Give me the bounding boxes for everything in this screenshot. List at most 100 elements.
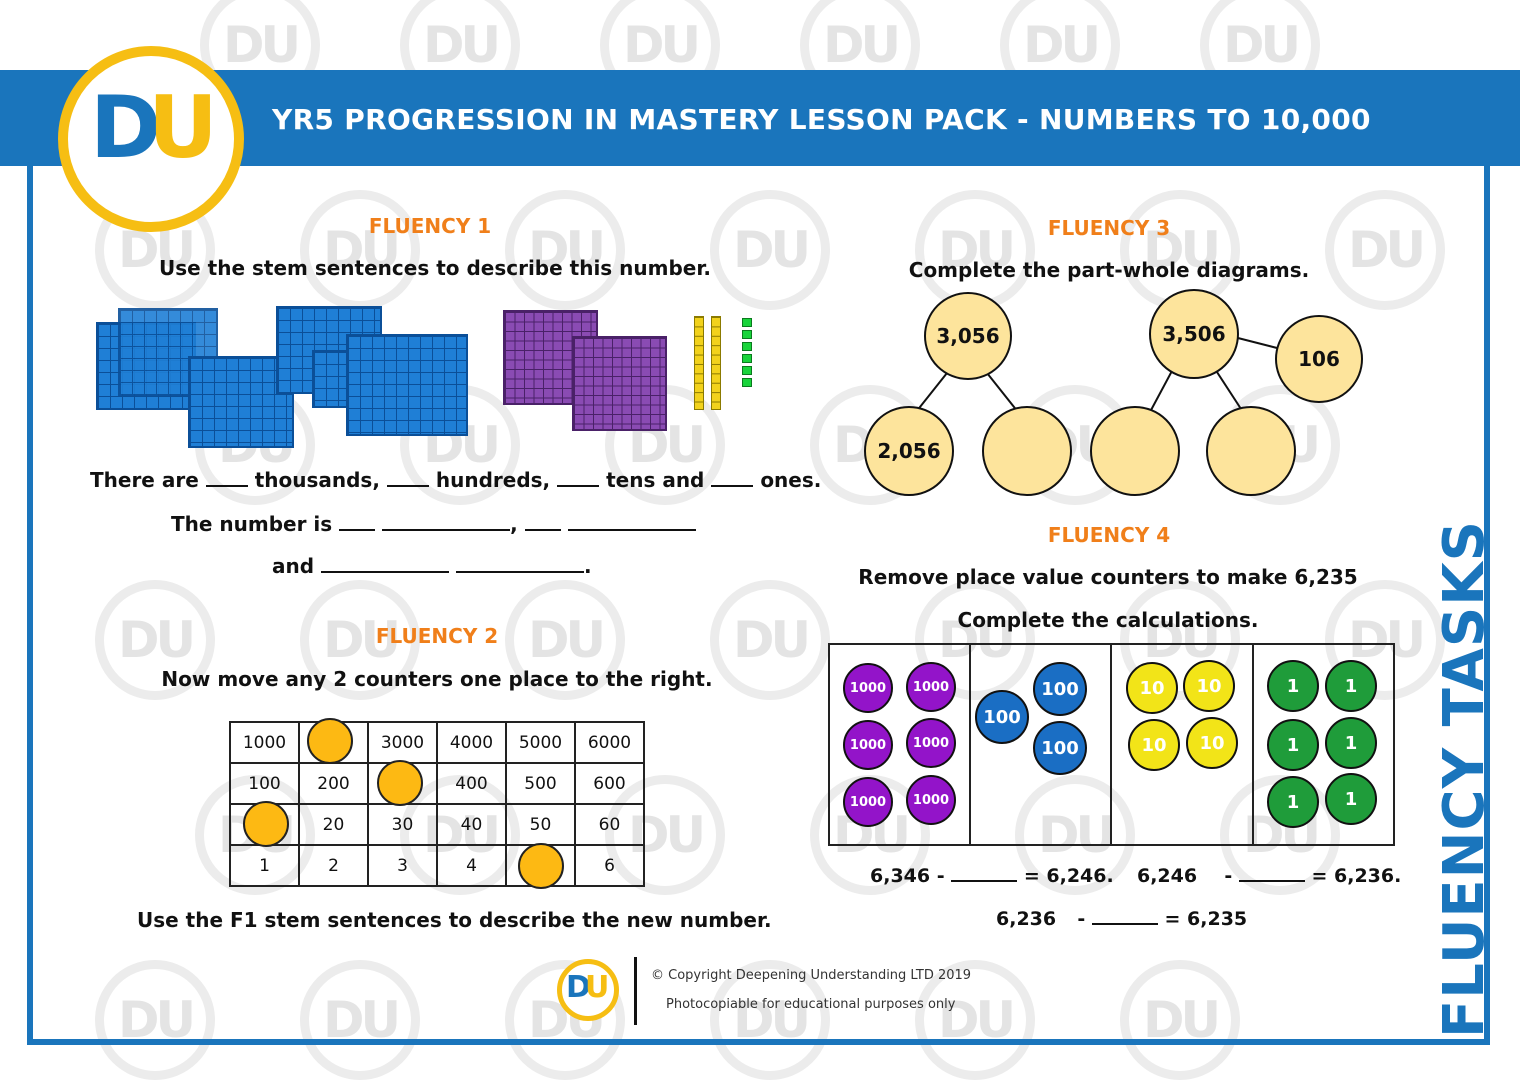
table-cell: 6000 [574,721,645,764]
fluency2-instruction: Now move any 2 counters one place to the… [161,667,713,691]
part-whole-lines [915,336,1278,413]
table-row: 1 2 3 4 6 [229,844,645,887]
calc-text: - [1224,865,1233,887]
place-value-table: 1000 3000 4000 5000 6000 100 200 400 500… [229,721,645,887]
answer-blank[interactable] [1238,862,1305,882]
counter[interactable] [377,760,423,806]
answer-blank[interactable] [951,862,1018,882]
calc-text: 6,246 [1136,865,1198,887]
stem-text: and [272,554,315,578]
counter[interactable] [307,718,353,764]
one-cube [742,330,752,339]
stem-text: tens and [606,468,705,492]
part-whole-part-empty[interactable] [1206,406,1296,496]
calc-text: = 6,235 [1164,908,1248,930]
part-whole-part: 2,056 [864,406,954,496]
answer-blank[interactable] [339,511,376,531]
watermark-logo: DU [1015,775,1135,895]
ten-counter[interactable]: 10 [1183,660,1235,712]
thousand-counter[interactable]: 1000 [843,663,893,713]
one-counter[interactable]: 1 [1325,717,1377,769]
watermark-logo: DU [710,580,830,700]
logo-letter-d: D [90,78,161,178]
fluency1-instruction: Use the stem sentences to describe this … [159,256,711,280]
one-cube [742,366,752,375]
watermark-logo: DU [300,580,420,700]
table-cell: 500 [505,762,576,805]
header-bar [0,70,1520,166]
fluency3-heading: FLUENCY 3 [1047,216,1171,240]
answer-blank[interactable] [456,553,584,573]
ten-counter[interactable]: 10 [1126,662,1178,714]
footer-logo-d: D [566,970,591,1005]
watermark-logo: DU [915,580,1035,700]
part-whole-part-empty[interactable] [1090,406,1180,496]
hundred-counter[interactable]: 100 [975,690,1029,744]
calc-text: = 6,236. [1311,865,1402,887]
thousand-counter[interactable]: 1000 [843,777,893,827]
answer-blank[interactable] [524,511,561,531]
fluency4-instruction: Remove place value counters to make 6,23… [858,565,1358,589]
stem-text: thousands, [254,468,380,492]
hundred-counter[interactable]: 100 [1033,662,1087,716]
answer-blank[interactable] [1091,905,1158,925]
footer-note: Photocopiable for educational purposes o… [666,997,956,1012]
table-cell: 30 [367,803,438,846]
stem-period: . [584,554,592,578]
thousand-counter[interactable]: 1000 [843,720,893,770]
answer-blank[interactable] [205,467,248,487]
fluency2-heading: FLUENCY 2 [375,624,499,648]
footer-divider [634,957,637,1025]
calc-text: = 6,246. [1023,865,1114,887]
table-cell: 1000 [229,721,300,764]
calc-text: - [1077,908,1086,930]
thousand-counter[interactable]: 1000 [906,775,956,825]
answer-blank[interactable] [711,467,754,487]
logo-letter-u: U [148,78,218,178]
hundred-counter[interactable]: 100 [1033,721,1087,775]
thousand-counter[interactable]: 1000 [906,718,956,768]
part-whole-extra: 106 [1275,315,1363,403]
one-counter[interactable]: 1 [1267,660,1319,712]
one-counter[interactable]: 1 [1267,719,1319,771]
table-cell: 6 [574,844,645,887]
answer-blank[interactable] [386,467,429,487]
table-cell: 400 [436,762,507,805]
answer-blank[interactable] [567,511,696,531]
ten-counter[interactable]: 10 [1186,717,1238,769]
table-row: 1000 3000 4000 5000 6000 [229,721,645,764]
part-whole-part-empty[interactable] [982,406,1072,496]
answer-blank[interactable] [557,467,600,487]
table-cell: 4 [436,844,507,887]
stem-text: The number is [171,512,333,536]
fluency3-instruction: Complete the part-whole diagrams. [908,258,1310,282]
counter[interactable] [243,801,289,847]
table-cell: 200 [298,762,369,805]
answer-blank[interactable] [382,511,511,531]
one-counter[interactable]: 1 [1325,660,1377,712]
watermark-logo: DU [505,190,625,310]
ten-rod [694,316,704,410]
one-cube [742,354,752,363]
answer-blank[interactable] [321,553,450,573]
table-row: 20 30 40 50 60 [229,803,645,846]
stem-text: hundreds, [435,468,551,492]
table-cell: 20 [298,803,369,846]
footer-copyright: © Copyright Deepening Understanding LTD … [651,968,972,983]
one-counter[interactable]: 1 [1267,776,1319,828]
ten-counter[interactable]: 10 [1128,719,1180,771]
footer-logo [557,959,619,1021]
thousand-counter[interactable]: 1000 [906,662,956,712]
thousand-cube [346,334,468,436]
stem-sentence-1: There are thousands, hundreds, tens and … [90,467,821,492]
counter[interactable] [518,843,564,889]
table-cell: 4000 [436,721,507,764]
table-cell: 60 [574,803,645,846]
logo [58,46,244,232]
part-whole-whole: 3,056 [924,292,1012,380]
watermark-logo: DU [1325,580,1445,700]
one-counter[interactable]: 1 [1325,773,1377,825]
table-cell: 600 [574,762,645,805]
watermark-logo: DU [1325,190,1445,310]
watermark-logo: DU [300,190,420,310]
